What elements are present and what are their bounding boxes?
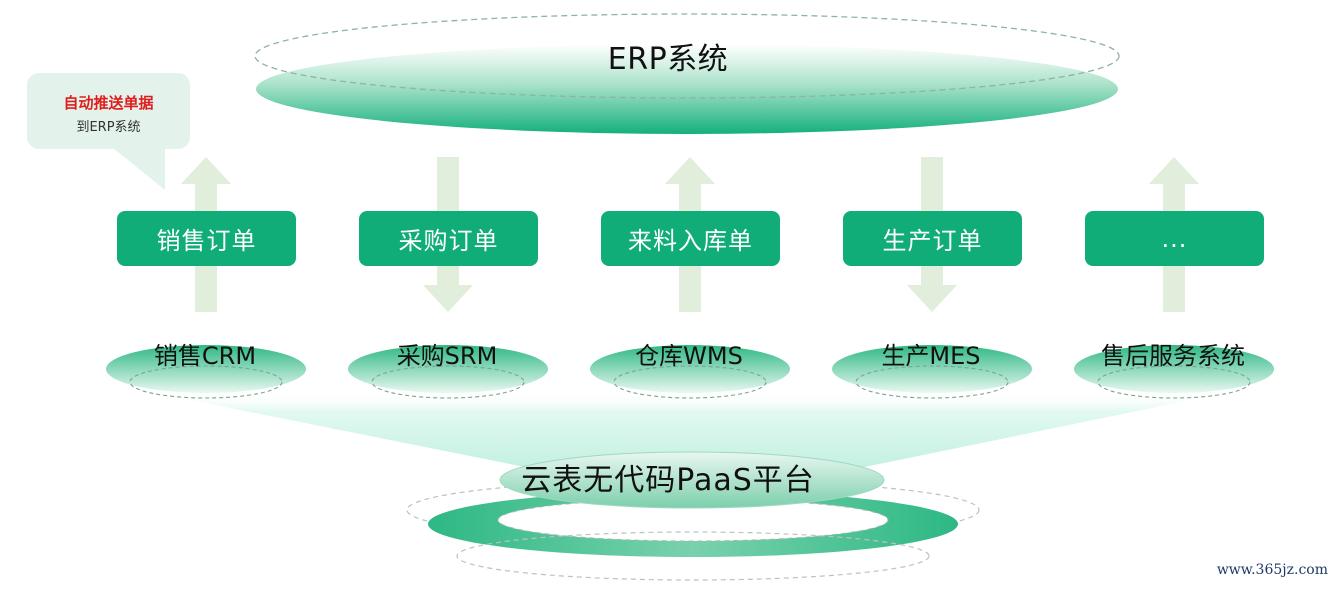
system-disc [832,345,1032,393]
paas-top-disc [499,451,885,509]
paas-platform-label: 云表无代码PaaS平台 [521,463,815,498]
doc-purchase-order: 采购订单 [359,211,538,266]
erp-dashed-ring [254,13,1120,99]
paas-bottom-dashed-ring [456,531,930,581]
system-after-sales-label: 售后服务系统 [1101,342,1245,370]
system-disc [348,345,548,393]
system-dashed-ring [1097,365,1251,399]
doc-production-order: 生产订单 [843,211,1022,266]
paas-ring-hole [498,499,888,541]
doc-receiving-order: 来料入库单 [601,211,780,266]
system-wms-label: 仓库WMS [635,342,743,370]
platform-beam [150,392,1230,470]
system-dashed-ring [371,365,525,399]
callout-highlight: 自动推送单据 [63,94,154,112]
system-mes-label: 生产MES [881,342,981,370]
callout-text: 到ERP系统 [76,120,141,135]
doc-more: ... [1085,211,1264,266]
system-dashed-ring [613,365,767,399]
erp-system-label: ERP系统 [607,42,729,77]
system-crm-label: 销售CRM [153,342,257,370]
system-disc [590,345,790,393]
system-dashed-ring [855,365,1009,399]
watermark: www.365jz.com [1216,562,1328,578]
system-srm-label: 采购SRM [396,342,498,370]
auto-push-callout: 自动推送单据 到ERP系统 [27,73,190,149]
system-dashed-ring [129,365,283,399]
system-disc [1074,345,1274,393]
system-disc [106,345,306,393]
callout-tail [113,148,165,190]
erp-disc [256,44,1118,134]
doc-sales-order: 销售订单 [117,211,296,266]
